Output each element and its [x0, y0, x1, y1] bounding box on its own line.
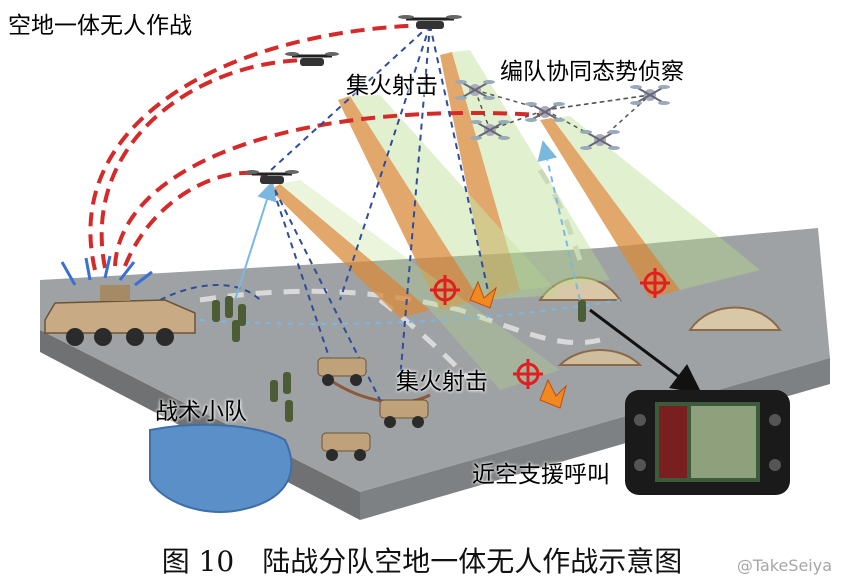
figure-title: 陆战分队空地一体无人作战示意图: [262, 545, 682, 578]
quadcopter-icon: [525, 102, 565, 122]
quadcopter-icon: [630, 85, 670, 105]
ground-control-terminal: [625, 390, 790, 495]
water-pond: [150, 425, 291, 512]
label-air-support-call: 近空支援呼叫: [472, 455, 610, 489]
label-tactical-squad: 战术小队: [155, 392, 247, 426]
watermark: @TakeSeiya: [737, 556, 832, 575]
figure-caption: 图 10 陆战分队空地一体无人作战示意图: [0, 540, 844, 580]
label-air-ground-ops: 空地一体无人作战: [8, 6, 192, 40]
label-formation-recon: 编队协同态势侦察: [500, 52, 684, 86]
label-fire-strike-bottom: 集火射击: [396, 362, 488, 396]
label-fire-strike-top: 集火射击: [346, 66, 438, 100]
figure-number: 图 10: [162, 545, 235, 578]
